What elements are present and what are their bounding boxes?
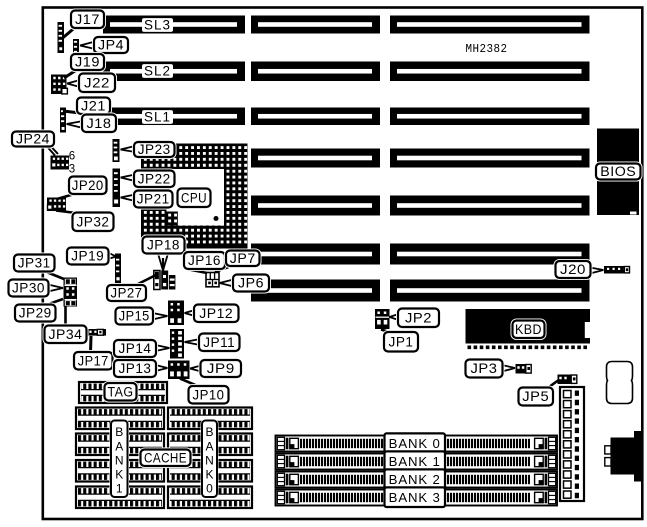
svg-text:JP20: JP20 xyxy=(72,178,104,193)
svg-text:JP22: JP22 xyxy=(138,171,171,186)
svg-text:6: 6 xyxy=(69,151,75,163)
svg-text:BANK 3: BANK 3 xyxy=(389,491,441,505)
svg-text:BIOS: BIOS xyxy=(600,164,636,179)
svg-text:JP16: JP16 xyxy=(188,253,221,268)
svg-text:1: 1 xyxy=(116,482,123,496)
svg-text:JP1: JP1 xyxy=(389,334,414,349)
svg-text:BANK 1: BANK 1 xyxy=(389,455,441,469)
svg-text:J20: J20 xyxy=(560,262,586,277)
svg-text:N: N xyxy=(115,453,124,467)
svg-text:K: K xyxy=(205,467,213,481)
svg-text:B: B xyxy=(115,425,123,439)
svg-text:JP19: JP19 xyxy=(71,249,104,264)
svg-text:JP18: JP18 xyxy=(147,238,180,253)
svg-text:0: 0 xyxy=(206,482,213,496)
svg-text:JP17: JP17 xyxy=(78,353,109,368)
svg-text:JP5: JP5 xyxy=(522,389,549,404)
svg-text:JP15: JP15 xyxy=(119,309,150,324)
svg-text:JP4: JP4 xyxy=(98,38,124,53)
svg-text:JP23: JP23 xyxy=(138,142,171,157)
svg-text:J17: J17 xyxy=(75,12,100,27)
svg-text:SL1: SL1 xyxy=(144,109,171,124)
svg-text:CACHE: CACHE xyxy=(144,450,187,465)
svg-text:JP31: JP31 xyxy=(18,256,51,271)
svg-text:JP29: JP29 xyxy=(19,306,52,321)
svg-text:CPU: CPU xyxy=(181,190,207,205)
svg-text:JP12: JP12 xyxy=(199,306,233,321)
svg-text:JP6: JP6 xyxy=(238,276,264,291)
svg-text:JP11: JP11 xyxy=(203,335,235,350)
svg-text:J19: J19 xyxy=(75,55,100,70)
svg-text:KBD: KBD xyxy=(515,322,542,337)
svg-text:JP3: JP3 xyxy=(471,361,498,376)
svg-text:BANK 2: BANK 2 xyxy=(389,473,441,487)
svg-text:TAG: TAG xyxy=(108,384,134,399)
svg-text:3: 3 xyxy=(69,164,75,176)
svg-text:J18: J18 xyxy=(87,116,112,131)
svg-text:BANK 0: BANK 0 xyxy=(389,437,441,451)
svg-text:SL2: SL2 xyxy=(144,63,171,78)
svg-text:JP7: JP7 xyxy=(230,251,256,266)
svg-text:SL3: SL3 xyxy=(144,17,171,32)
svg-text:K: K xyxy=(115,467,123,481)
svg-text:JP32: JP32 xyxy=(77,214,110,229)
svg-text:JP2: JP2 xyxy=(405,310,432,325)
svg-text:JP21: JP21 xyxy=(137,192,170,207)
svg-text:JP10: JP10 xyxy=(193,387,225,402)
svg-text:JP13: JP13 xyxy=(119,361,152,376)
svg-text:MH2382: MH2382 xyxy=(466,42,508,56)
svg-text:A: A xyxy=(205,439,213,453)
svg-text:JP24: JP24 xyxy=(16,132,50,147)
svg-text:JP27: JP27 xyxy=(111,286,143,301)
svg-text:JP30: JP30 xyxy=(12,281,45,296)
svg-text:N: N xyxy=(205,453,214,467)
svg-text:JP34: JP34 xyxy=(49,327,83,342)
svg-text:J21: J21 xyxy=(81,98,106,113)
svg-text:JP9: JP9 xyxy=(207,361,235,376)
svg-text:J22: J22 xyxy=(84,75,110,90)
svg-text:A: A xyxy=(115,439,123,453)
svg-text:JP14: JP14 xyxy=(119,341,152,356)
svg-text:B: B xyxy=(205,425,213,439)
